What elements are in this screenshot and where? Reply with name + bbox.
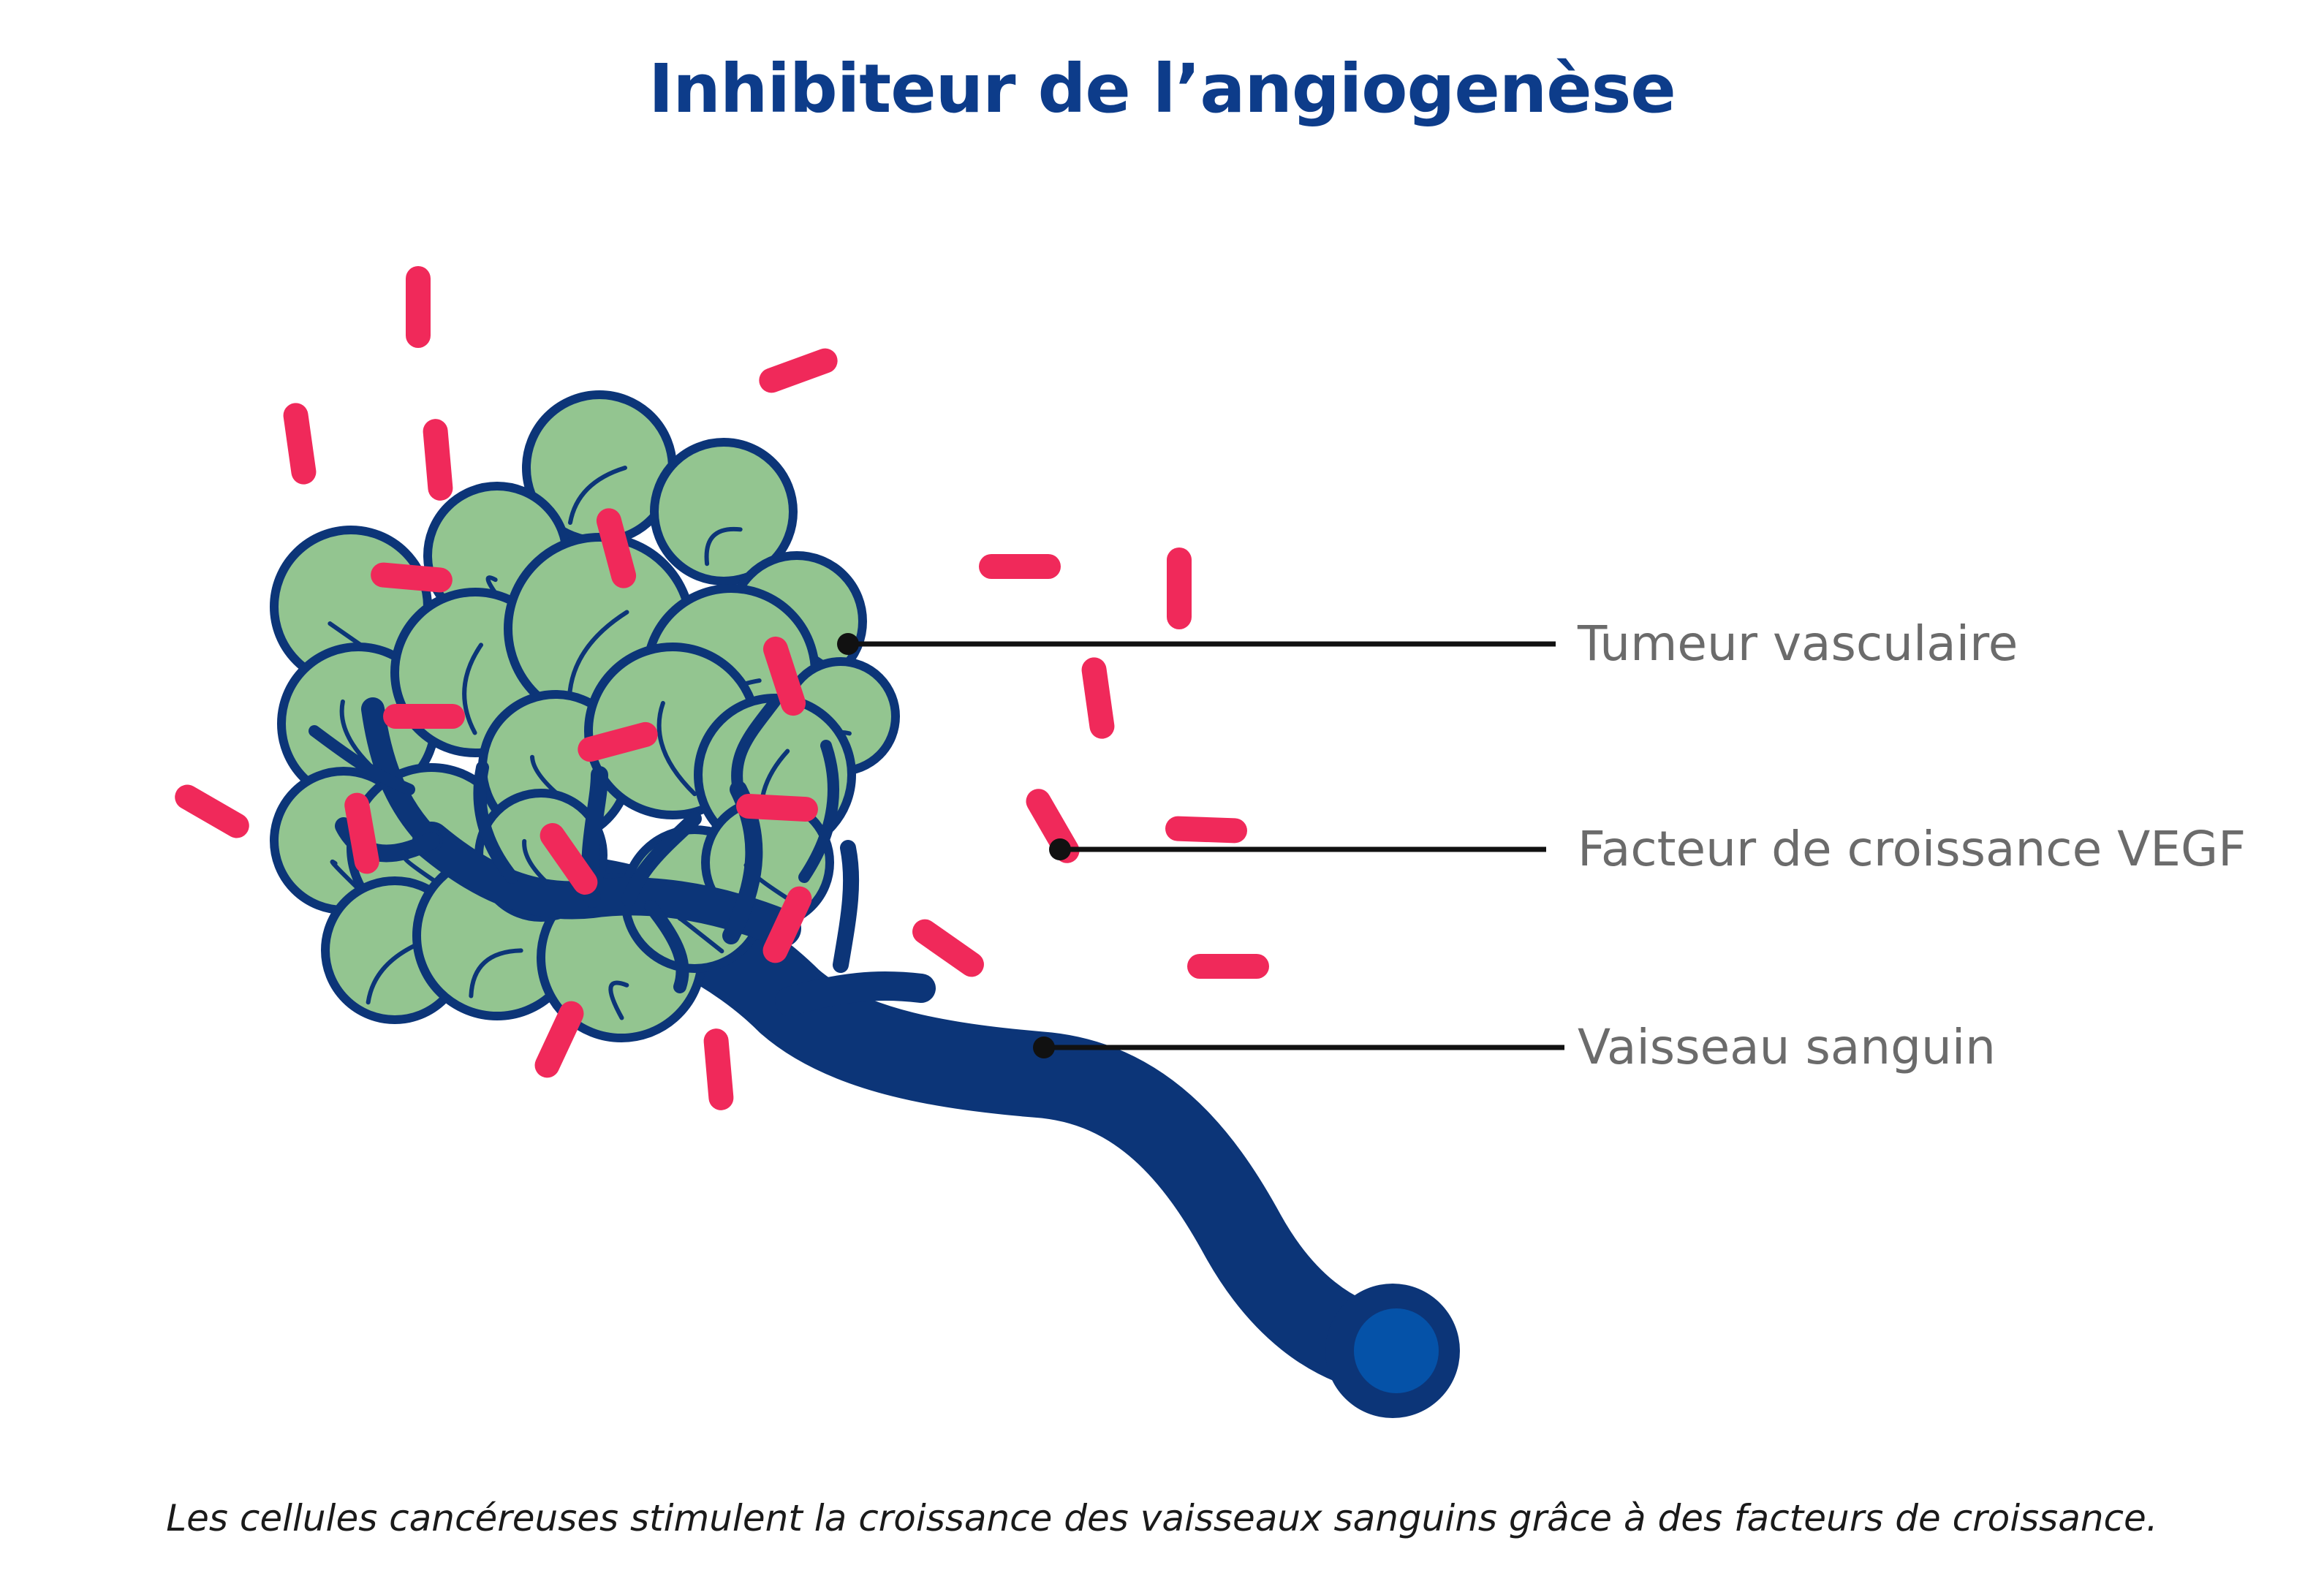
vegf-particle [383,704,465,729]
callout-tumor: Tumeur vasculaire [837,615,2018,672]
vegf-particle [344,792,379,874]
vegf-particle [423,419,453,501]
label-vessel: Vaisseau sanguin [1578,1019,1996,1075]
vegf-particle [912,919,984,977]
vegf-particle [578,721,658,762]
vegf-particle [979,554,1061,579]
vegf-particle [762,886,812,963]
vegf-particle [703,1028,734,1110]
callout-dot [837,633,859,655]
callout-dot [1049,838,1071,860]
vegf-particle [759,348,838,393]
vegf-particle [534,1001,584,1078]
vegf-particle [283,403,317,485]
vegf-particle [596,508,637,588]
callout-vegf: Facteur de croissance VEGF [1049,821,2246,877]
vegf-particle [1165,816,1247,844]
vegf-particle [371,562,453,593]
blood-vessel [534,856,1460,1418]
vegf-particle [406,266,431,348]
callout-vessel: Vaisseau sanguin [1033,1019,1996,1075]
vegf-particle [762,636,806,716]
label-tumor: Tumeur vasculaire [1577,615,2018,672]
callout-dot [1033,1037,1055,1058]
vessel-lumen [1325,1284,1460,1418]
diagram-title: Inhibiteur de l’angiogenèse [648,50,1676,128]
vegf-particle [1167,547,1192,629]
diagram-caption: Les cellules cancéreuses stimulent la cr… [166,1497,2158,1539]
label-vegf: Facteur de croissance VEGF [1578,821,2246,877]
vegf-particle [175,784,249,838]
vegf-particle [736,793,818,822]
vegf-particles [175,266,1269,1110]
tumor-cell [650,438,798,586]
vegf-particle [1081,657,1115,739]
vegf-particle [1187,954,1269,979]
vegf-particle [540,823,598,895]
